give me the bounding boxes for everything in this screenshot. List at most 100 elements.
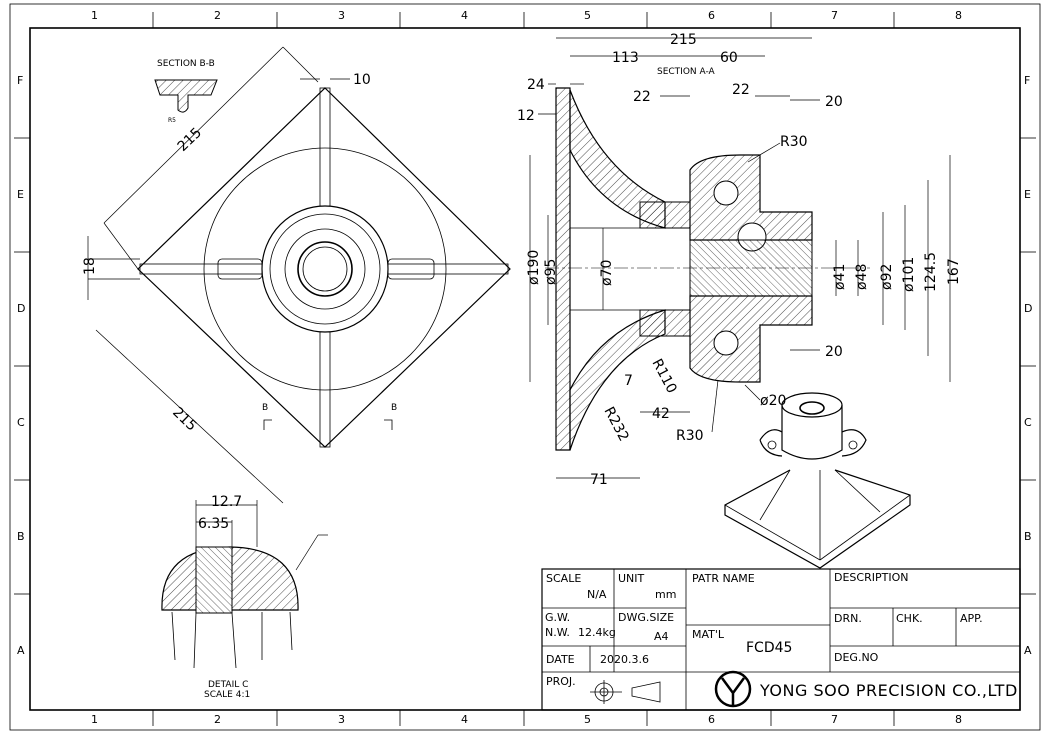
dim-12-7: 12.7	[211, 494, 242, 510]
col-3-bottom: 3	[338, 713, 345, 726]
projection-symbol-icon	[590, 680, 661, 704]
dim-12: 12	[517, 108, 535, 124]
rib-right	[387, 263, 509, 275]
dim-71: 71	[590, 472, 608, 488]
tb-date-value: 2020.3.6	[600, 653, 649, 666]
lug-left	[217, 258, 263, 280]
dim-215-lower: 215	[169, 404, 199, 434]
bore-circle	[297, 241, 353, 297]
dim-24: 24	[527, 77, 545, 93]
tb-nw-label: N.W.	[545, 626, 570, 639]
dim-r30-lower: R30	[676, 428, 704, 444]
tb-date-label: DATE	[546, 653, 575, 666]
dim-22-left: 22	[633, 89, 651, 105]
dim-42: 42	[652, 406, 670, 422]
col-5-top: 5	[584, 9, 591, 22]
row-d-left: D	[17, 302, 25, 315]
dim-phi101: ø101	[901, 257, 917, 292]
col-8-top: 8	[955, 9, 962, 22]
section-aa-view: SECTION A-A 215 113 60 24 12 22 22	[517, 32, 962, 488]
dim-r30-upper: R30	[780, 134, 808, 150]
bore-inner-circle	[302, 246, 348, 292]
rs-note: R5	[168, 117, 176, 124]
dim-215-section: 215	[670, 32, 697, 48]
tb-mat-label: MAT'L	[692, 628, 725, 641]
tb-mat-value: FCD45	[746, 640, 792, 656]
inner-frame	[29, 27, 1021, 711]
dim-18: 18	[82, 257, 98, 275]
col-5-bottom: 5	[584, 713, 591, 726]
col-8-bottom: 8	[955, 713, 962, 726]
top-view: 215 215 10 18 B B	[82, 46, 511, 504]
dim-20-top: 20	[825, 94, 843, 110]
dim-215-upper: 215	[175, 125, 205, 155]
dim-10: 10	[353, 72, 371, 88]
zone-columns: 1 2 3 4 5 6 7 8 1 2 3 4 5 6 7 8	[91, 9, 962, 726]
col-7-bottom: 7	[831, 713, 838, 726]
col-3-top: 3	[338, 9, 345, 22]
col-1-bottom: 1	[91, 713, 98, 726]
outer-circle	[203, 147, 447, 391]
tb-drn-label: DRN.	[834, 612, 862, 625]
section-aa-label: SECTION A-A	[657, 67, 716, 77]
row-d-right: D	[1024, 302, 1032, 315]
col-2-bottom: 2	[214, 713, 221, 726]
col-2-top: 2	[214, 9, 221, 22]
row-e-left: E	[17, 188, 24, 201]
dim-20-bottom: 20	[825, 344, 843, 360]
dim-phi95: ø95	[543, 259, 559, 285]
tb-weight-value: 12.4kg	[578, 626, 616, 639]
col-7-top: 7	[831, 9, 838, 22]
zone-rows: F E D C B A F E D C B A	[17, 74, 1032, 657]
tb-chk-label: CHK.	[896, 612, 923, 625]
dim-6-35: 6.35	[198, 516, 229, 532]
hub-circle-outer	[261, 205, 389, 333]
dim-phi70: ø70	[599, 260, 615, 286]
dim-r110: R110	[648, 356, 679, 396]
col-4-top: 4	[461, 9, 468, 22]
dim-7: 7	[624, 373, 633, 389]
tb-company-name: YONG SOO PRECISION CO.,LTD	[759, 681, 1018, 700]
col-6-top: 6	[708, 9, 715, 22]
row-f-left: F	[17, 74, 23, 87]
row-f-right: F	[1024, 74, 1030, 87]
rib-top	[319, 87, 331, 207]
dim-phi48: ø48	[854, 264, 870, 290]
section-bb-view: SECTION B-B R5	[154, 59, 218, 124]
lug-right	[387, 258, 435, 280]
zone-ticks	[14, 12, 1036, 726]
tb-dwg-size-value: A4	[654, 630, 669, 643]
tb-dwg-size-label: DWG.SIZE	[618, 611, 674, 624]
nut-lower	[689, 295, 813, 383]
detail-c-view: 12.7 6.35 DETAIL C SCALE 4:1	[161, 494, 328, 700]
tb-unit-label: UNIT	[618, 572, 645, 585]
tb-scale-label: SCALE	[546, 572, 581, 585]
tb-gw-label: G.W.	[545, 611, 570, 624]
row-a-left: A	[17, 644, 25, 657]
row-b-right: B	[1024, 530, 1032, 543]
dim-phi190: ø190	[526, 250, 542, 285]
detail-c-label: DETAIL C	[208, 680, 248, 690]
dim-r232: R232	[600, 404, 631, 444]
dim-phi20: ø20	[760, 393, 786, 409]
section-bb-label: SECTION B-B	[157, 59, 215, 69]
row-b-left: B	[17, 530, 25, 543]
tb-degno-label: DEG.NO	[834, 651, 879, 664]
company-logo-icon	[714, 670, 752, 708]
col-1-top: 1	[91, 9, 98, 22]
isometric-view	[724, 392, 911, 569]
outer-frame	[9, 3, 1041, 731]
tb-app-label: APP.	[960, 612, 983, 625]
dim-60: 60	[720, 50, 738, 66]
tb-scale-value: N/A	[587, 588, 607, 601]
rib-left	[139, 263, 263, 275]
dim-167: 167	[946, 258, 962, 285]
dim-113: 113	[612, 50, 639, 66]
detail-c-scale: SCALE 4:1	[204, 690, 250, 700]
row-c-right: C	[1024, 416, 1032, 429]
row-a-right: A	[1024, 644, 1032, 657]
tb-part-name-label: PATR NAME	[692, 572, 755, 585]
tb-unit-value: mm	[655, 588, 676, 601]
dim-phi41: ø41	[832, 264, 848, 290]
